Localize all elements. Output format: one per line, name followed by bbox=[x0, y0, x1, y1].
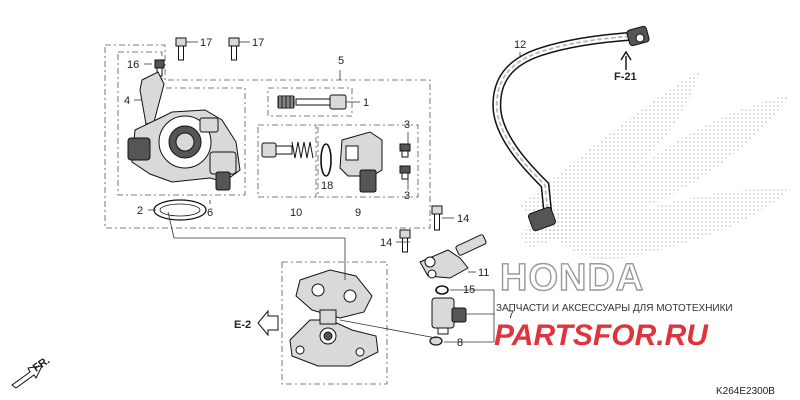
honda-brand-text: HONDA bbox=[500, 257, 644, 299]
callout-16: 16 bbox=[127, 59, 139, 71]
gasket-2 bbox=[153, 199, 207, 221]
callout-10: 10 bbox=[290, 207, 302, 219]
ref-e2: E-2 bbox=[234, 319, 251, 331]
bolt-14-b bbox=[399, 229, 411, 253]
callout-9: 9 bbox=[355, 207, 361, 219]
callout-5: 5 bbox=[338, 55, 344, 67]
callout-14b: 14 bbox=[380, 237, 392, 249]
bracket-4 bbox=[139, 71, 165, 125]
intake-manifold bbox=[289, 269, 379, 367]
callout-3a: 3 bbox=[404, 119, 410, 131]
callout-17b: 17 bbox=[252, 37, 264, 49]
oring-15 bbox=[435, 285, 449, 295]
assembly-outline-5 bbox=[104, 44, 431, 229]
fuel-hose-12 bbox=[492, 25, 650, 232]
callout-1: 1 bbox=[363, 97, 369, 109]
valve-1 bbox=[277, 94, 347, 110]
idle-valve-9 bbox=[339, 131, 383, 193]
diagram-code: K264E2300B bbox=[716, 386, 775, 397]
callout-17a: 17 bbox=[200, 37, 212, 49]
bolt-14-a bbox=[431, 205, 443, 231]
seal-8 bbox=[429, 336, 443, 346]
bolt-17-b bbox=[228, 37, 240, 61]
bolt-17-a bbox=[175, 37, 187, 61]
ref-e2-arrow bbox=[257, 309, 279, 337]
callout-14a: 14 bbox=[457, 213, 469, 225]
callout-3b: 3 bbox=[404, 190, 410, 202]
callout-12: 12 bbox=[514, 39, 526, 51]
callout-11: 11 bbox=[478, 267, 489, 279]
oring-18 bbox=[320, 143, 332, 177]
callout-18: 18 bbox=[321, 180, 333, 192]
callout-6: 6 bbox=[207, 207, 213, 219]
plunger-10 bbox=[261, 141, 314, 159]
honda-wing-watermark bbox=[520, 70, 790, 262]
assembly-outline-lower bbox=[281, 261, 388, 385]
callout-4: 4 bbox=[124, 95, 130, 107]
assembly-outline-9 bbox=[317, 124, 419, 198]
watermark-site: PARTSFOR.RU bbox=[494, 319, 709, 352]
injector-7 bbox=[431, 297, 467, 335]
screw-3-a bbox=[399, 143, 411, 158]
assembly-outline-6 bbox=[117, 51, 246, 196]
callout-7: 7 bbox=[508, 309, 514, 321]
injector-joint-11 bbox=[419, 234, 487, 279]
leader-lines bbox=[134, 41, 521, 343]
watermark-subtitle: ЗАПЧАСТИ И АКСЕССУАРЫ ДЛЯ МОТОТЕХНИКИ bbox=[496, 303, 733, 314]
callout-8: 8 bbox=[457, 337, 463, 349]
throttle-body-6 bbox=[127, 109, 241, 191]
callout-15: 15 bbox=[463, 284, 475, 296]
ref-f21: F-21 bbox=[614, 71, 637, 83]
callout-2: 2 bbox=[137, 205, 143, 217]
screw-3-b bbox=[399, 165, 411, 180]
front-direction-arrow bbox=[11, 365, 43, 389]
assembly-outline-10 bbox=[257, 124, 317, 198]
